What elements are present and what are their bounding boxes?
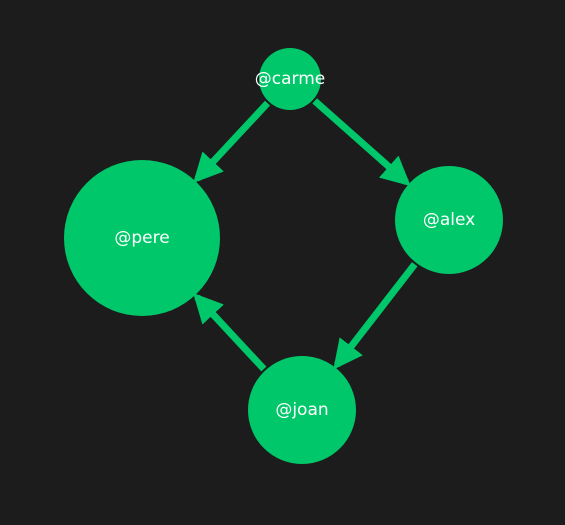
node-pere[interactable]: @pere: [64, 160, 220, 316]
node-label-alex: @alex: [423, 210, 475, 230]
edge-alex-to-joan: [333, 262, 418, 370]
nodes-layer: @carme @pere @alex @joan: [64, 48, 503, 464]
edge-carme-to-alex: [312, 98, 411, 187]
node-carme[interactable]: @carme: [255, 48, 325, 110]
node-joan[interactable]: @joan: [248, 356, 356, 464]
node-circle-carme[interactable]: [259, 48, 321, 110]
node-label-carme: @carme: [255, 69, 325, 89]
edge-joan-to-pere: [193, 293, 267, 372]
node-label-pere: @pere: [114, 228, 169, 248]
node-circle-joan[interactable]: [248, 356, 356, 464]
edge-carme-to-pere: [193, 100, 271, 184]
edges-layer: [193, 98, 418, 372]
node-alex[interactable]: @alex: [395, 166, 503, 274]
node-circle-alex[interactable]: [395, 166, 503, 274]
node-circle-pere[interactable]: [64, 160, 220, 316]
node-label-joan: @joan: [275, 400, 328, 420]
